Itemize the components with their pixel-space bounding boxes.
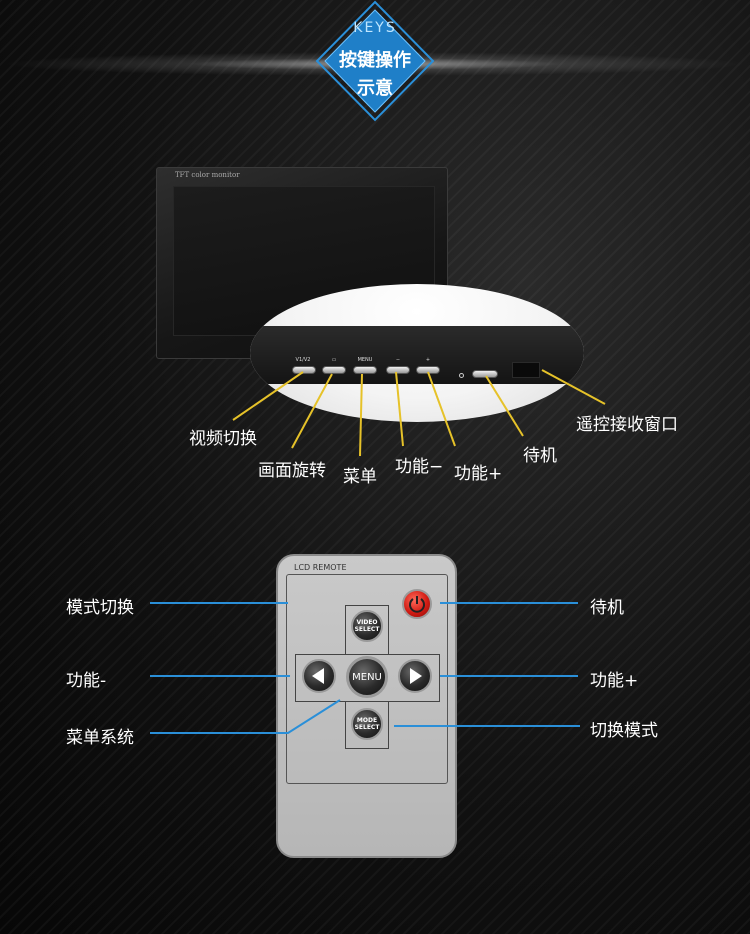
monitor-btn-minus[interactable] bbox=[386, 366, 410, 374]
remote-right-button[interactable] bbox=[398, 659, 432, 693]
diamond-frame-icon bbox=[315, 0, 435, 122]
monitor-btn-plus[interactable] bbox=[416, 366, 440, 374]
button-zoom-lens: V1/V2 ▭ MENU − + bbox=[250, 284, 584, 422]
remote-left-button[interactable] bbox=[302, 659, 336, 693]
line-func-plus bbox=[440, 675, 578, 677]
video-select-line2: SELECT bbox=[354, 626, 380, 633]
monitor-btn-v1v2[interactable] bbox=[292, 366, 316, 374]
line-mode-switch bbox=[150, 602, 288, 604]
callout-func-minus: 功能− bbox=[395, 457, 444, 477]
line-switch-mode bbox=[394, 725, 580, 727]
remote-control: LCD REMOTE VIDEO SELECT MENU MODE SELECT bbox=[276, 554, 457, 858]
monitor-btn-label-plus: + bbox=[425, 357, 431, 363]
power-led-icon bbox=[459, 373, 464, 378]
callout-remote-mode-switch: 模式切换 bbox=[66, 598, 134, 618]
header-title: 按键操作 bbox=[339, 50, 411, 71]
monitor-btn-menu[interactable] bbox=[353, 366, 377, 374]
callout-video-switch: 视频切换 bbox=[189, 429, 257, 449]
mode-select-line2: SELECT bbox=[354, 724, 380, 731]
remote-power-button[interactable] bbox=[402, 589, 432, 619]
mode-select-line1: MODE bbox=[356, 717, 378, 724]
video-select-line1: VIDEO bbox=[356, 619, 378, 626]
remote-brand: LCD REMOTE bbox=[294, 563, 347, 572]
callout-menu: 菜单 bbox=[343, 467, 377, 487]
header-keyword: KEYS bbox=[353, 20, 397, 36]
callout-remote-func-plus: 功能+ bbox=[590, 671, 639, 691]
monitor-btn-label-rotate: ▭ bbox=[331, 357, 337, 363]
ir-receiver-window bbox=[512, 362, 540, 378]
remote-button-panel bbox=[286, 574, 448, 784]
monitor-btn-rotate[interactable] bbox=[322, 366, 346, 374]
monitor-brand: TFT color monitor bbox=[175, 171, 240, 179]
callout-remote-standby: 待机 bbox=[590, 598, 624, 618]
header-subtitle: 示意 bbox=[357, 78, 393, 99]
line-func-minus bbox=[150, 675, 290, 677]
callout-rotate: 画面旋转 bbox=[258, 461, 326, 481]
callout-remote-menu-system: 菜单系统 bbox=[66, 728, 134, 748]
callout-ir-window: 遥控接收窗口 bbox=[576, 415, 678, 435]
callout-remote-func-minus: 功能- bbox=[66, 671, 107, 691]
dpad-bottom-box bbox=[345, 701, 389, 749]
remote-mode-select-button[interactable]: MODE SELECT bbox=[351, 708, 383, 740]
arrow-right-icon bbox=[410, 668, 422, 684]
monitor-btn-standby[interactable] bbox=[472, 370, 498, 378]
power-icon bbox=[409, 596, 425, 613]
line-standby bbox=[440, 602, 578, 604]
callout-standby: 待机 bbox=[523, 446, 557, 466]
monitor-btn-label-minus: − bbox=[395, 357, 401, 363]
remote-video-select-button[interactable]: VIDEO SELECT bbox=[351, 610, 383, 642]
callout-func-plus: 功能+ bbox=[454, 464, 503, 484]
remote-menu-button[interactable]: MENU bbox=[346, 656, 388, 698]
remote-menu-label: MENU bbox=[352, 671, 382, 683]
header-badge: KEYS 按键操作 示意 bbox=[315, 0, 435, 122]
monitor-btn-label-v1v2: V1/V2 bbox=[295, 357, 311, 363]
callout-remote-switch-mode: 切换模式 bbox=[590, 721, 658, 741]
monitor-btn-label-menu: MENU bbox=[357, 357, 373, 363]
arrow-left-icon bbox=[312, 668, 324, 684]
